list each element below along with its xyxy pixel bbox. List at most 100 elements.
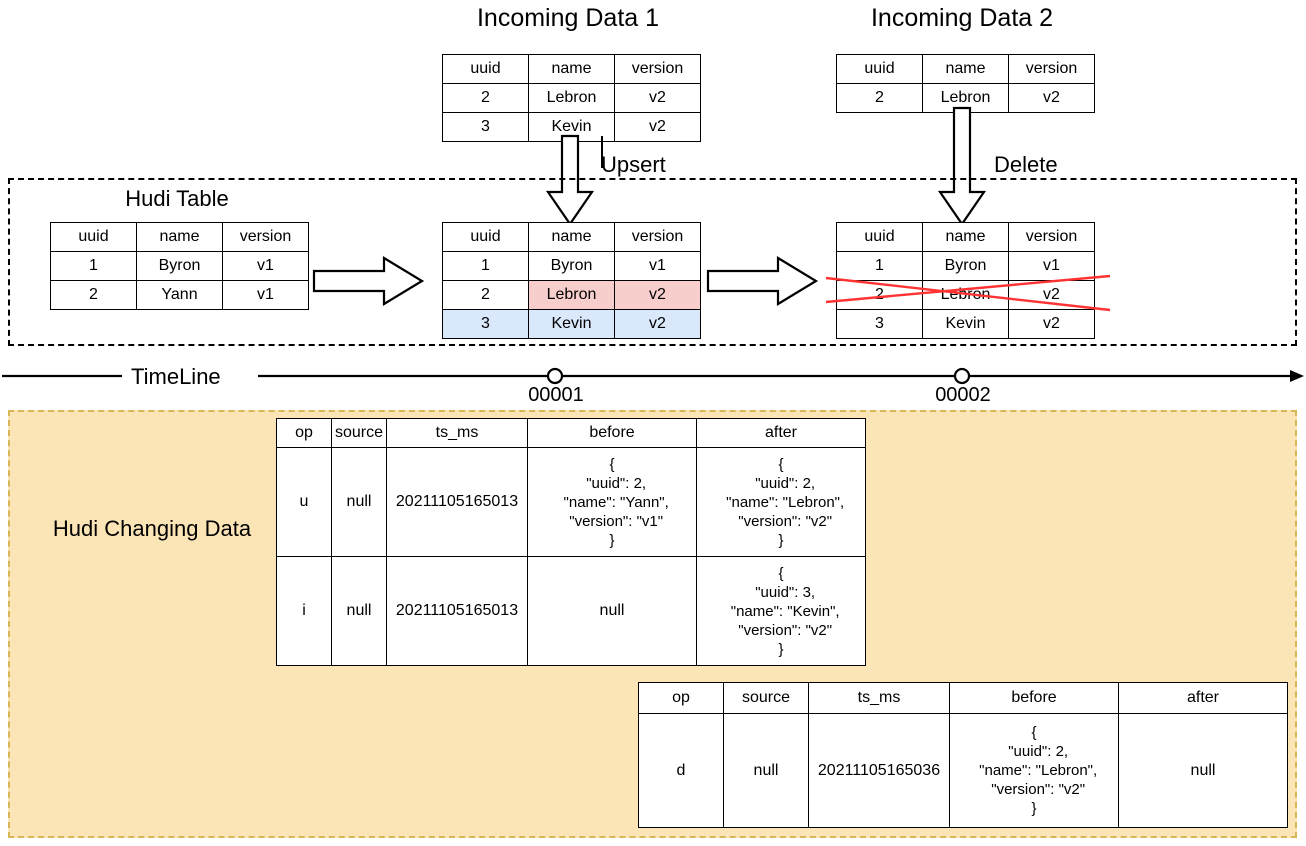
column-header-before: before — [949, 682, 1119, 714]
table-row: 2 Lebron v2 — [836, 83, 1095, 113]
column-header-name: name — [922, 222, 1009, 252]
column-header-version: version — [1008, 222, 1095, 252]
column-header-ts-ms: ts_ms — [808, 682, 950, 714]
changelog-table-1: op source ts_ms before after u null 2021… — [276, 418, 866, 666]
table-row: 2 Yann v1 — [50, 280, 309, 310]
delete-arrow — [937, 106, 987, 226]
transition-arrow-1 — [312, 256, 425, 306]
column-header-uuid: uuid — [50, 222, 137, 252]
cell-after: null — [1118, 713, 1288, 828]
cell-uuid: 3 — [836, 309, 923, 339]
cell-name: Byron — [136, 251, 223, 281]
column-header-name: name — [136, 222, 223, 252]
delete-label: Delete — [994, 152, 1058, 177]
incoming-data-1-title: Incoming Data 1 — [476, 4, 660, 32]
table-row-deleted: 2 Lebron v2 — [836, 280, 1095, 310]
cell-uuid: 2 — [442, 83, 529, 113]
table-row-updated: 2 Lebron v2 — [442, 280, 701, 310]
cell-uuid: 3 — [442, 309, 529, 339]
cell-name: Byron — [922, 251, 1009, 281]
table-header-row: uuid name version — [836, 54, 1095, 84]
column-header-source: source — [723, 682, 809, 714]
cell-source: null — [331, 556, 387, 666]
cell-source: null — [723, 713, 809, 828]
cell-uuid: 3 — [442, 112, 529, 142]
column-header-version: version — [614, 54, 701, 84]
table-row: 2 Lebron v2 — [442, 83, 701, 113]
column-header-op: op — [638, 682, 724, 714]
table-row: 1 Byron v1 — [836, 251, 1095, 281]
cell-ts-ms: 20211105165036 — [808, 713, 950, 828]
upsert-label-tick — [601, 136, 603, 168]
timeline-axis — [2, 367, 1304, 385]
cell-op: u — [276, 447, 332, 557]
cell-name: Lebron — [528, 280, 615, 310]
column-header-op: op — [276, 418, 332, 448]
column-header-name: name — [528, 222, 615, 252]
cell-name: Byron — [528, 251, 615, 281]
column-header-uuid: uuid — [442, 222, 529, 252]
table-row-inserted: 3 Kevin v2 — [442, 309, 701, 339]
cell-uuid: 1 — [836, 251, 923, 281]
column-header-version: version — [222, 222, 309, 252]
timeline-commit-00002: 00002 — [935, 384, 991, 406]
cell-version: v2 — [614, 112, 701, 142]
upsert-arrow — [545, 134, 595, 226]
column-header-name: name — [922, 54, 1009, 84]
table-header-row: op source ts_ms before after — [638, 682, 1288, 714]
cell-uuid: 1 — [442, 251, 529, 281]
column-header-name: name — [528, 54, 615, 84]
incoming-data-2-table: uuid name version 2 Lebron v2 — [836, 54, 1095, 113]
column-header-version: version — [1008, 54, 1095, 84]
cell-version: v2 — [614, 280, 701, 310]
cell-version: v2 — [1008, 309, 1095, 339]
column-header-uuid: uuid — [442, 54, 529, 84]
cell-op: d — [638, 713, 724, 828]
hudi-table-zone — [8, 178, 1297, 346]
cell-before: null — [527, 556, 697, 666]
table-row: 3 Kevin v2 — [836, 309, 1095, 339]
incoming-data-2-title: Incoming Data 2 — [870, 4, 1054, 32]
column-header-version: version — [614, 222, 701, 252]
cell-before: { "uuid": 2, "name": "Lebron", "version"… — [949, 713, 1119, 828]
cell-after: { "uuid": 2, "name": "Lebron", "version"… — [696, 447, 866, 557]
cell-after: { "uuid": 3, "name": "Kevin", "version":… — [696, 556, 866, 666]
hudi-table-after-upsert: uuid name version 1 Byron v1 2 Lebron v2… — [442, 222, 701, 339]
table-row: 1 Byron v1 — [442, 251, 701, 281]
cell-uuid: 2 — [442, 280, 529, 310]
column-header-uuid: uuid — [836, 54, 923, 84]
upsert-label: Upsert — [601, 152, 666, 177]
cell-ts-ms: 20211105165013 — [386, 447, 528, 557]
table-header-row: op source ts_ms before after — [276, 418, 866, 448]
incoming-data-1-table: uuid name version 2 Lebron v2 3 Kevin v2 — [442, 54, 701, 142]
timeline-label: TimeLine — [131, 364, 221, 389]
cell-uuid: 1 — [50, 251, 137, 281]
cell-op: i — [276, 556, 332, 666]
delete-strikethrough-icon — [825, 274, 1111, 312]
timeline-commit-00001: 00001 — [528, 384, 584, 406]
transition-arrow-2 — [706, 256, 819, 306]
column-header-after: after — [1118, 682, 1288, 714]
cell-name: Kevin — [528, 309, 615, 339]
cell-name: Lebron — [922, 280, 1009, 310]
cell-name: Lebron — [528, 83, 615, 113]
cell-version: v1 — [222, 251, 309, 281]
table-row: u null 20211105165013 { "uuid": 2, "name… — [276, 447, 866, 557]
cell-name: Kevin — [922, 309, 1009, 339]
table-row: d null 20211105165036 { "uuid": 2, "name… — [638, 713, 1288, 828]
cell-before: { "uuid": 2, "name": "Yann", "version": … — [527, 447, 697, 557]
cell-version: v1 — [222, 280, 309, 310]
changelog-table-2: op source ts_ms before after d null 2021… — [638, 682, 1288, 828]
hudi-table-title: Hudi Table — [125, 186, 229, 211]
hudi-changing-data-label: Hudi Changing Data — [52, 516, 252, 541]
column-header-after: after — [696, 418, 866, 448]
hudi-table-initial: uuid name version 1 Byron v1 2 Yann v1 — [50, 222, 309, 310]
column-header-before: before — [527, 418, 697, 448]
cell-source: null — [331, 447, 387, 557]
table-row: 1 Byron v1 — [50, 251, 309, 281]
cell-version: v2 — [1008, 83, 1095, 113]
column-header-source: source — [331, 418, 387, 448]
table-header-row: uuid name version — [442, 222, 701, 252]
table-header-row: uuid name version — [836, 222, 1095, 252]
column-header-ts-ms: ts_ms — [386, 418, 528, 448]
